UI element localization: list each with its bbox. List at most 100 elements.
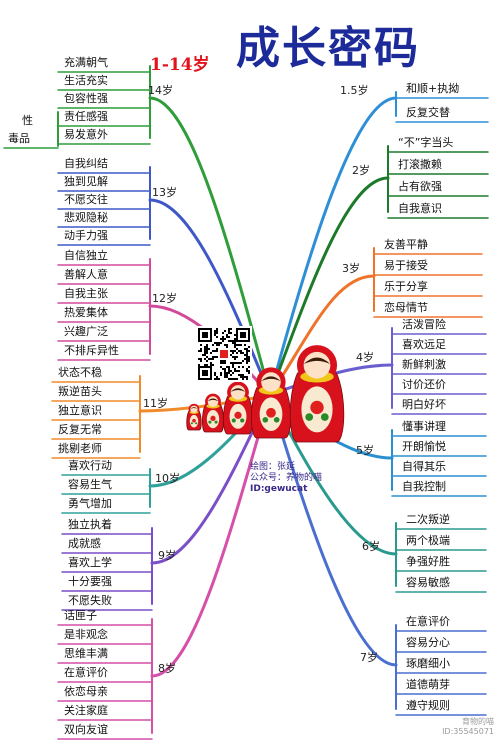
age-label: 9岁 xyxy=(158,549,176,562)
mindmap-item: 独立意识 xyxy=(58,404,102,417)
mindmap-item: 独到见解 xyxy=(64,175,108,188)
mindmap-item: 易发意外 xyxy=(64,128,108,141)
mindmap-item: 在意评价 xyxy=(406,615,450,628)
mindmap-item: 是非观念 xyxy=(64,628,108,641)
branch-right-1 xyxy=(268,176,390,397)
mindmap-item: 自我意识 xyxy=(398,202,442,215)
mindmap-item: 和顺+执拗 xyxy=(406,82,460,95)
mindmap-item: 包容性强 xyxy=(64,92,108,105)
mindmap-item: 友善平静 xyxy=(384,238,428,251)
mindmap-item: 开朗愉悦 xyxy=(402,440,446,453)
mindmap-item: 喜欢上学 xyxy=(68,556,112,569)
mindmap-item: 十分要强 xyxy=(68,575,112,588)
mindmap-item: 热爱集体 xyxy=(64,306,108,319)
mindmap-item: “不”字当头 xyxy=(398,136,454,149)
mindmap-item: 在意评价 xyxy=(64,666,108,679)
age-label: 7岁 xyxy=(360,651,378,664)
mindmap-item: 两个极端 xyxy=(406,534,450,547)
mindmap-item: 明白好坏 xyxy=(402,398,446,411)
mindmap-item: 反复无常 xyxy=(58,423,102,436)
watermark: 育物的喵 ID:35545071 xyxy=(442,717,494,737)
credit-author: 绘图：张延 xyxy=(250,462,296,472)
mindmap-item: 道德萌芽 xyxy=(406,678,450,691)
doll-medium xyxy=(223,381,253,435)
mindmap-item: 琢磨细小 xyxy=(406,657,450,670)
mindmap-item: 成就感 xyxy=(68,537,101,550)
watermark-id: ID:35545071 xyxy=(442,727,494,736)
mindmap-item: 动手力强 xyxy=(64,229,108,242)
branch-right-2 xyxy=(268,274,376,397)
mindmap-item: 状态不稳 xyxy=(58,366,102,379)
doll-small xyxy=(201,393,225,433)
mindmap-item: 自我控制 xyxy=(402,480,446,493)
mindmap-item: 不愿交往 xyxy=(64,193,108,206)
mindmap-item: 不愿失败 xyxy=(68,594,112,607)
age-label: 3岁 xyxy=(342,262,360,275)
matryoshka-dolls-illustration xyxy=(186,345,345,443)
branch-right-0 xyxy=(268,96,398,397)
age-label: 13岁 xyxy=(152,186,177,199)
mindmap-item: 悲观隐秘 xyxy=(64,211,108,224)
mindmap-item: 易于接受 xyxy=(384,259,428,272)
branch-left-6 xyxy=(150,393,272,678)
mindmap-item: 思维丰满 xyxy=(64,647,108,660)
mindmap-item: 挑剔老师 xyxy=(58,442,102,455)
age-label: 11岁 xyxy=(143,397,168,410)
mindmap-item: 不排斥异性 xyxy=(64,344,119,357)
credit-account: 公众号：养物的喵 xyxy=(250,473,323,483)
mindmap-item: 乐于分享 xyxy=(384,280,428,293)
watermark-name: 育物的喵 xyxy=(462,717,494,726)
mindmap-item: 新鲜刺激 xyxy=(402,358,446,371)
doll-smallest xyxy=(186,403,202,431)
mindmap-item: 兴趣广泛 xyxy=(64,325,108,338)
mindmap-item: 生活充实 xyxy=(64,74,108,87)
mindmap-item: 遵守规则 xyxy=(406,699,450,712)
age-label: 1.5岁 xyxy=(340,84,369,97)
age-label: 8岁 xyxy=(158,662,176,675)
mindmap-item: 讨价还价 xyxy=(402,378,446,391)
mindmap-item: 自我主张 xyxy=(64,287,108,300)
mindmap-item-extra: 毒品 xyxy=(8,132,30,145)
mindmap-item: 责任感强 xyxy=(64,110,108,123)
mindmap-item: 依恋母亲 xyxy=(64,685,108,698)
branch-left-1 xyxy=(148,198,272,397)
mindmap-item: 反复交替 xyxy=(406,106,450,119)
credits: 绘图：张延 公众号：养物的喵 ID:gewucat xyxy=(250,462,370,495)
age-label: 12岁 xyxy=(152,292,177,305)
mindmap-item: 勇气增加 xyxy=(68,497,112,510)
mindmap-item: 容易生气 xyxy=(68,478,112,491)
mindmap-item: 打滚撒赖 xyxy=(398,158,442,171)
mindmap-item: 喜欢远足 xyxy=(402,338,446,351)
age-label: 2岁 xyxy=(352,164,370,177)
mindmap-item: 喜欢行动 xyxy=(68,459,112,472)
branch-left-0 xyxy=(148,96,272,397)
mindmap-item: 关注家庭 xyxy=(64,704,108,717)
age-label: 6岁 xyxy=(362,540,380,553)
branch-right-6 xyxy=(268,393,398,667)
page-title: 成长密码 xyxy=(236,23,420,74)
mindmap-item: 二次叛逆 xyxy=(406,513,450,526)
mindmap-item: 独立执着 xyxy=(68,518,112,531)
mindmap-item: 懂事讲理 xyxy=(402,420,446,433)
mindmap-item: 争强好胜 xyxy=(406,555,450,568)
mindmap-item: 自我纠结 xyxy=(64,157,108,170)
mindmap-item: 容易分心 xyxy=(406,636,450,649)
doll-large xyxy=(251,367,291,439)
mindmap-item: 话匣子 xyxy=(64,609,97,622)
mindmap-item: 占有欲强 xyxy=(398,180,442,193)
mindmap-item: 双向友谊 xyxy=(64,723,108,736)
qr-code-image xyxy=(196,326,252,382)
credit-id: ID:gewucat xyxy=(250,484,308,494)
mindmap-item: 容易敏感 xyxy=(406,576,450,589)
age-range-label: 1-14岁 xyxy=(150,55,210,75)
age-label: 5岁 xyxy=(356,444,374,457)
branch-lines xyxy=(3,65,489,740)
age-label: 10岁 xyxy=(155,472,180,485)
doll-largest xyxy=(289,345,345,443)
mindmap-item: 叛逆苗头 xyxy=(58,385,102,398)
mindmap-item-extra: 性 xyxy=(22,114,33,127)
mindmap-item: 恋母情节 xyxy=(384,301,428,314)
mindmap-item: 活泼冒险 xyxy=(402,318,446,331)
mindmap-item: 自信独立 xyxy=(64,249,108,262)
